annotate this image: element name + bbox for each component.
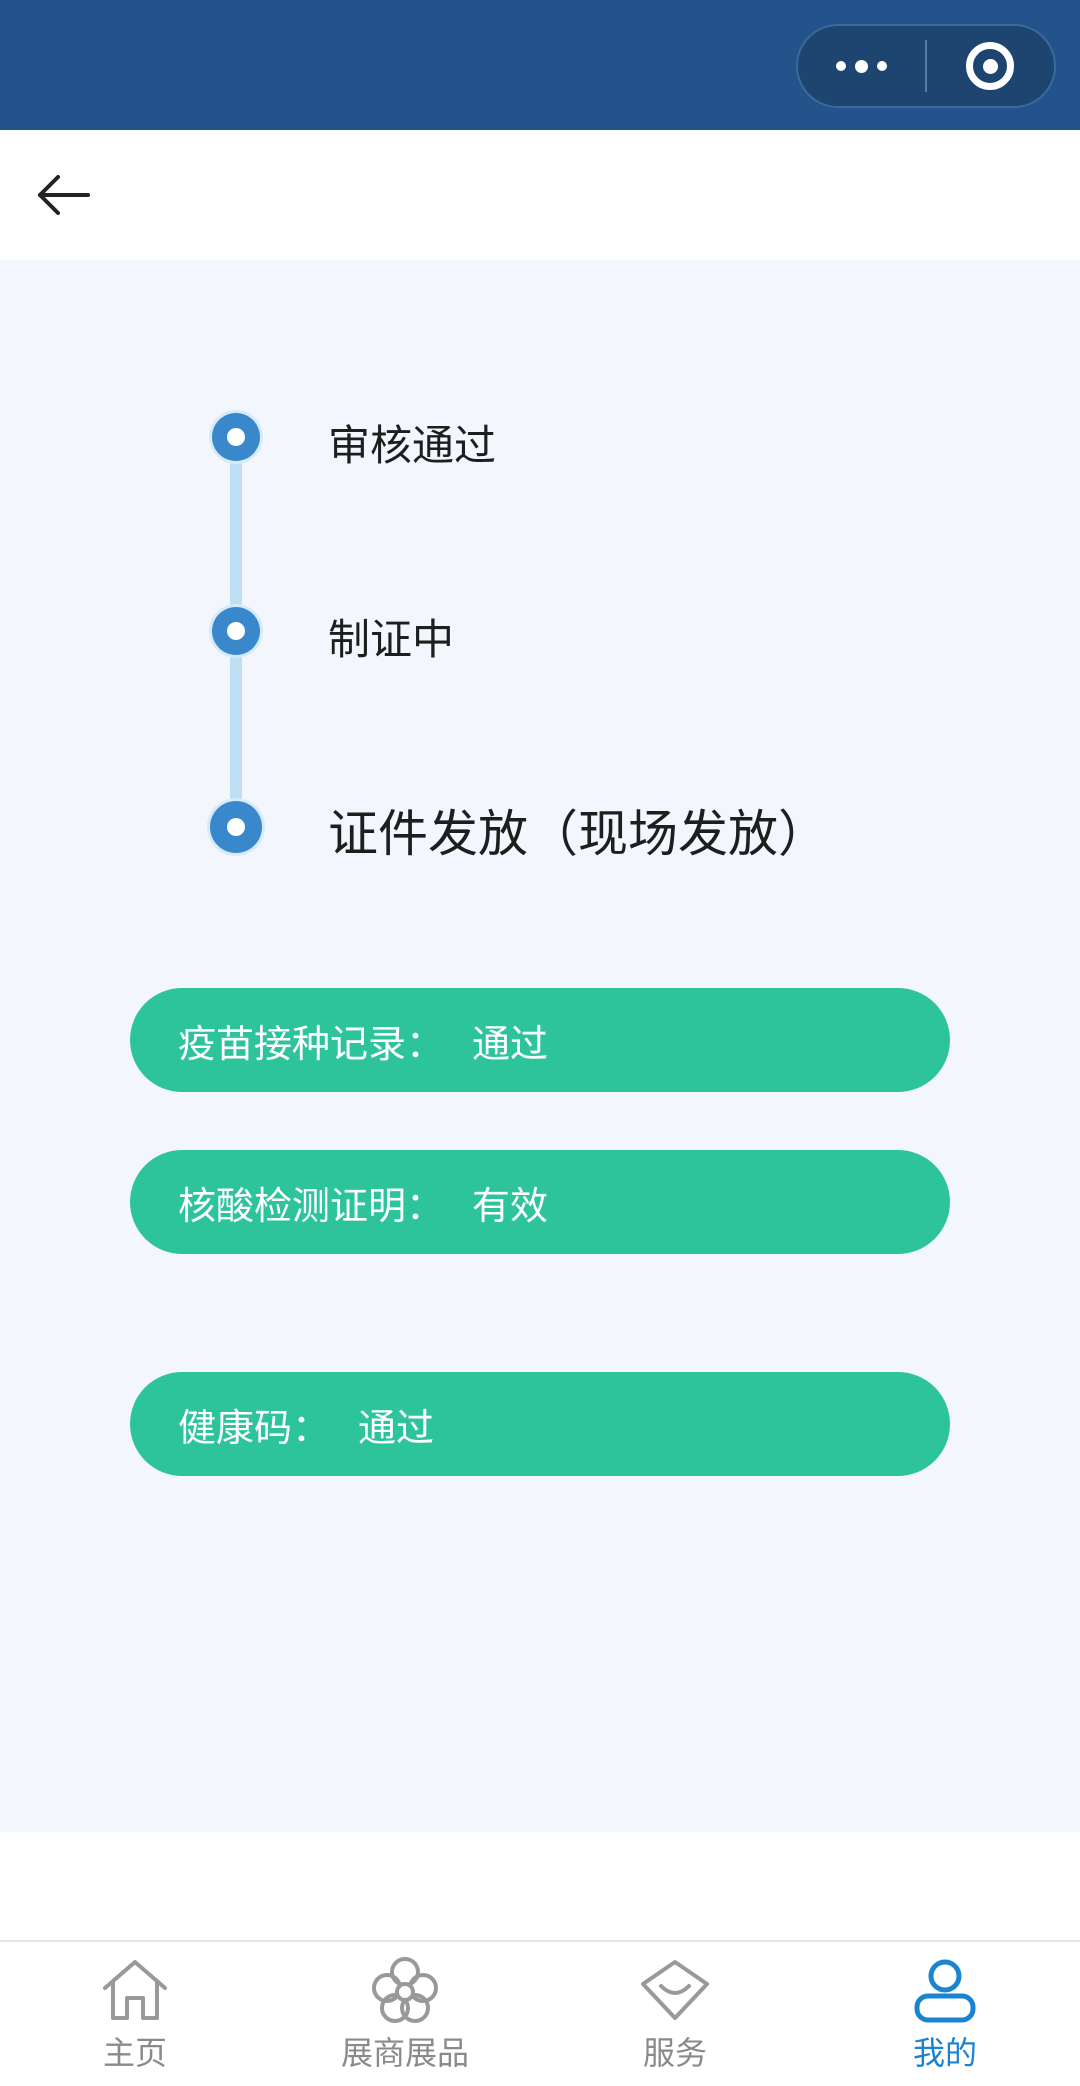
nucleic-test-status: 核酸检测证明： 有效 [130, 1150, 950, 1254]
back-button[interactable] [30, 160, 100, 230]
close-button[interactable] [927, 26, 1054, 106]
check-label: 疫苗接种记录： [178, 1021, 445, 1066]
tab-exhibitors[interactable]: 展商展品 [270, 1942, 540, 2086]
check-value: 通过 [358, 1405, 435, 1450]
step-label: 证件发放（现场发放） [328, 805, 828, 863]
home-icon [103, 1960, 167, 2020]
step-dot-icon [212, 607, 260, 655]
more-dots-icon [836, 59, 887, 73]
mini-program-capsule [796, 24, 1056, 108]
step-dot-icon [210, 801, 262, 853]
health-code-status: 健康码： 通过 [130, 1372, 950, 1476]
tab-bar: 主页 展商展品 服务 我的 [0, 1940, 1080, 2086]
diamond-icon [641, 1960, 709, 2020]
tab-label: 主页 [102, 2034, 167, 2072]
tab-label: 展商展品 [340, 2034, 469, 2072]
check-label: 健康码： [178, 1405, 331, 1450]
timeline-step: 审核通过 [0, 402, 1080, 472]
capsule-divider [925, 40, 927, 92]
top-bar [0, 0, 1080, 130]
vaccine-record-status: 疫苗接种记录： 通过 [130, 988, 950, 1092]
tab-mine[interactable]: 我的 [810, 1942, 1080, 2086]
check-value: 有效 [472, 1183, 549, 1228]
clover-icon [372, 1957, 438, 2023]
arrow-left-icon [38, 175, 90, 215]
check-value: 通过 [472, 1021, 549, 1066]
target-circle-icon [966, 42, 1015, 90]
tab-home[interactable]: 主页 [0, 1942, 270, 2086]
check-label: 核酸检测证明： [178, 1183, 445, 1228]
step-dot-icon [212, 413, 260, 461]
tab-label: 服务 [642, 2034, 707, 2072]
timeline-step: 证件发放（现场发放） [0, 790, 1080, 863]
more-button[interactable] [798, 26, 925, 106]
user-icon [914, 1959, 976, 2023]
step-label: 审核通过 [328, 421, 497, 470]
step-label: 制证中 [328, 615, 455, 664]
content-area: 审核通过 制证中 证件发放（现场发放） 疫苗接种记录： 通过 核酸检测证明： 有… [0, 260, 1080, 1832]
tab-label: 我的 [912, 2034, 977, 2072]
tab-services[interactable]: 服务 [540, 1942, 810, 2086]
timeline-step: 制证中 [0, 596, 1080, 666]
nav-bar [0, 130, 1080, 260]
